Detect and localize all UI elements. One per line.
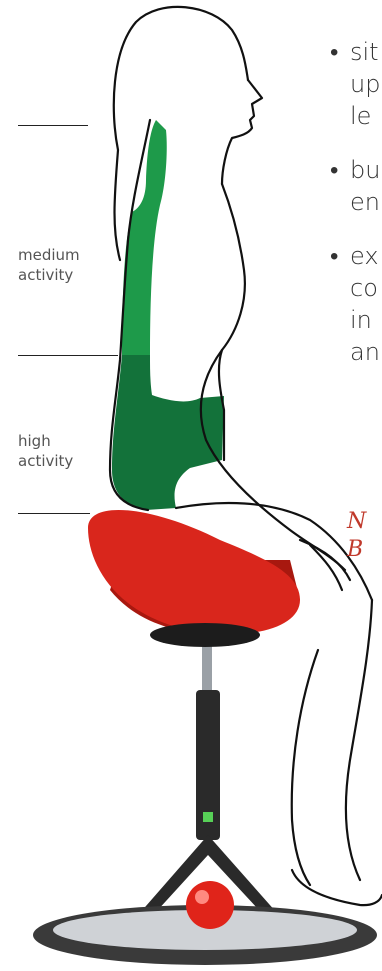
benefit-bullets: • sit up le • bu en • ex co in an — [330, 36, 382, 390]
handwritten-note: N B — [347, 508, 366, 564]
bullet-dot: • — [330, 36, 338, 68]
bullet-dot: • — [330, 154, 338, 186]
knob — [186, 881, 234, 929]
arm-outline — [201, 350, 345, 570]
gas-cylinder — [202, 640, 212, 690]
leg-back — [292, 650, 318, 885]
bullet-item-1: • sit up le — [330, 36, 382, 132]
bullet-text-3: ex co in an — [350, 240, 380, 368]
seat-cushion — [88, 510, 300, 634]
face-profile — [222, 80, 262, 184]
hand-outline — [300, 540, 350, 590]
bullet-text-1: sit up le — [350, 36, 380, 132]
led-indicator — [203, 812, 213, 822]
bullet-item-2: • bu en — [330, 154, 382, 218]
knob-highlight — [195, 890, 209, 904]
leg-front — [346, 600, 372, 880]
bullet-item-3: • ex co in an — [330, 240, 382, 368]
bullet-text-2: bu en — [350, 154, 380, 218]
bullet-dot: • — [330, 240, 338, 272]
seat-mount — [150, 623, 260, 647]
